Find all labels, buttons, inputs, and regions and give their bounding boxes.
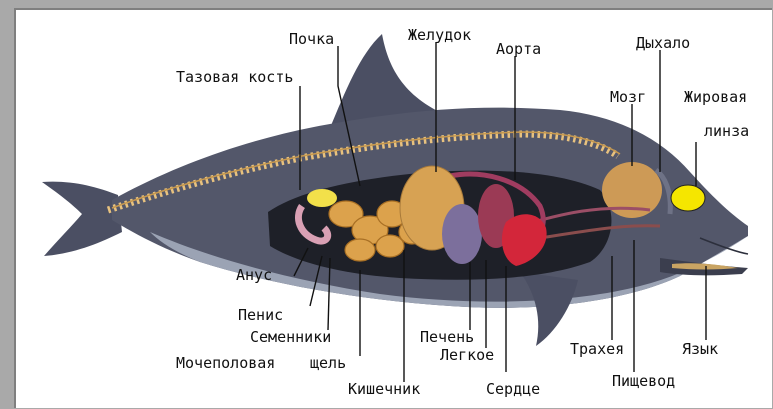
label-penis: Пенис <box>238 306 283 324</box>
label-liver: Печень <box>420 328 474 346</box>
label-testes: Семенники <box>250 328 331 346</box>
label-intestine: Кишечник <box>348 380 420 398</box>
label-esophagus: Пищевод <box>612 372 675 390</box>
label-heart: Сердце <box>486 380 540 398</box>
label-urogenital-1: Мочеполовая <box>176 354 275 372</box>
label-anus: Анус <box>236 266 272 284</box>
fat-lens <box>671 185 705 211</box>
label-brain: Мозг <box>610 88 646 106</box>
label-stomach: Желудок <box>408 26 471 44</box>
tail-fluke <box>42 182 122 256</box>
label-pelvic-bone: Тазовая кость <box>176 68 293 86</box>
label-fat-lens-1: Жировая <box>684 88 747 106</box>
label-urogenital-2: щель <box>310 354 346 372</box>
label-fat-lens-2: линза <box>704 122 749 140</box>
label-blowhole: Дыхало <box>636 34 690 52</box>
pectoral-flipper <box>520 272 578 346</box>
tongue-shape <box>672 263 738 269</box>
label-lung: Легкое <box>440 346 494 364</box>
label-tongue: Язык <box>682 340 718 358</box>
label-trachea: Трахея <box>570 340 624 358</box>
liver <box>442 204 482 264</box>
kidney-organ <box>307 189 337 207</box>
label-aorta: Аорта <box>496 40 541 58</box>
label-kidney: Почка <box>289 30 334 48</box>
